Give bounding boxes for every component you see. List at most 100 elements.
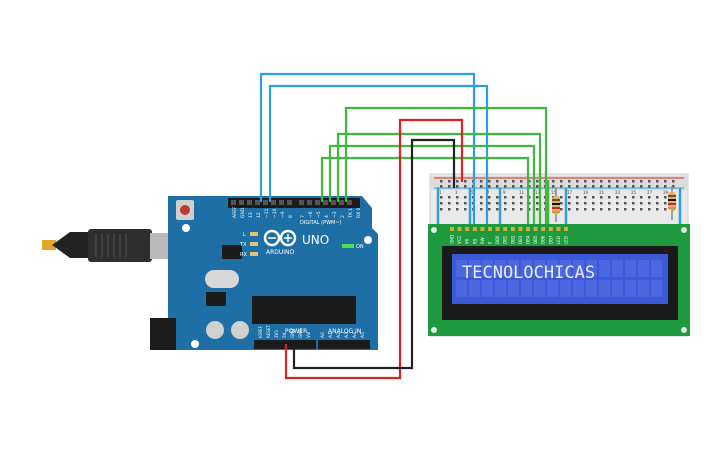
breadboard-hole [520, 180, 523, 183]
breadboard-hole [608, 185, 611, 188]
lcd-pin[interactable] [533, 227, 538, 231]
lcd-cell [469, 280, 480, 297]
breadboard-hole [440, 185, 443, 188]
lcd-pin[interactable] [564, 227, 568, 231]
digital-pin-label: 7 [300, 215, 306, 218]
analog-pin-label: A3 [344, 332, 350, 338]
lcd-cell [456, 280, 467, 297]
lcd-pin-label: V0 [465, 238, 470, 244]
digital-pin-label: TX 1 [348, 208, 354, 219]
breadboard-hole [648, 202, 651, 205]
resistor[interactable] [552, 188, 560, 222]
digital-header [228, 198, 360, 208]
digital-pin-label: 12 [256, 212, 262, 218]
digital-pin-label: ~10 [272, 208, 278, 218]
breadboard-hole [480, 180, 483, 183]
breadboard-hole [464, 196, 467, 199]
breadboard-hole [664, 180, 667, 183]
breadboard-hole [536, 208, 539, 211]
breadboard-column-number: 19 [583, 190, 589, 195]
wire-black [292, 138, 456, 370]
breadboard-hole [448, 208, 451, 211]
lcd-pin[interactable] [472, 227, 477, 231]
breadboard-hole [488, 196, 491, 199]
analog-label: ANALOG IN [328, 328, 361, 335]
breadboard-column-number: 17 [567, 190, 573, 195]
lcd-pin[interactable] [457, 227, 462, 231]
breadboard-hole [536, 185, 539, 188]
breadboard-hole [576, 185, 579, 188]
led-l [250, 232, 258, 236]
breadboard-hole [640, 202, 643, 205]
power-pin-label: GND [290, 329, 295, 338]
lcd-cell [651, 260, 662, 277]
breadboard-hole [520, 202, 523, 205]
wire-green [344, 106, 548, 224]
digital-pin-label: ~6 [308, 211, 314, 218]
breadboard-hole [584, 202, 587, 205]
power-pin-label: Vin [306, 331, 311, 338]
lcd-character-grid [456, 260, 662, 297]
breadboard-hole [512, 202, 515, 205]
breadboard-column-number: 11 [519, 190, 525, 195]
lcd-cell [521, 280, 532, 297]
breadboard-hole [552, 185, 555, 188]
breadboard-hole [552, 180, 555, 183]
lcd-cell [534, 260, 545, 277]
lcd-pin[interactable] [480, 227, 485, 231]
breadboard-hole [504, 208, 507, 211]
breadboard-hole [576, 202, 579, 205]
breadboard-hole [592, 202, 595, 205]
breadboard-hole [568, 180, 571, 183]
lcd-cell [547, 280, 558, 297]
breadboard-column-number: 9 [503, 190, 506, 195]
lcd-cell [586, 260, 597, 277]
lcd-cell [469, 260, 480, 277]
breadboard-hole [488, 208, 491, 211]
power-jack [150, 318, 176, 350]
breadboard-hole [480, 196, 483, 199]
breadboard-hole [672, 185, 675, 188]
lcd-pin[interactable] [465, 227, 470, 231]
lcd-pin[interactable] [556, 227, 561, 231]
arduino-uno-board[interactable]: UNO ARDUINO DIGITAL (PWM~) POWER ANALOG … [150, 196, 378, 350]
breadboard-hole [624, 196, 627, 199]
breadboard-hole [616, 208, 619, 211]
lcd-cell [495, 260, 506, 277]
breadboard-hole [512, 185, 515, 188]
lcd-pin[interactable] [518, 227, 523, 231]
breadboard-hole [488, 185, 491, 188]
lcd-cell [534, 280, 545, 297]
regulator-chip [206, 292, 226, 306]
breadboard-hole [608, 202, 611, 205]
lcd-pin[interactable] [541, 227, 546, 231]
breadboard-hole [560, 185, 563, 188]
breadboard-hole [640, 196, 643, 199]
lcd-pin-label: DB7 [548, 235, 553, 244]
lcd-pin-label: DB0 [495, 235, 500, 244]
lcd-cell [508, 260, 519, 277]
breadboard-hole [560, 208, 563, 211]
breadboard-hole [600, 180, 603, 183]
digital-pin-label: 4 [324, 215, 330, 218]
lcd-pin[interactable] [526, 227, 530, 231]
lcd-pin[interactable] [548, 227, 553, 231]
breadboard-hole [496, 208, 499, 211]
lcd-pin[interactable] [495, 227, 500, 231]
breadboard-column-number: 13 [535, 190, 541, 195]
breadboard-hole [528, 196, 531, 199]
lcd-pin[interactable] [510, 227, 515, 231]
breadboard-hole [624, 180, 627, 183]
usb-cable [42, 229, 170, 262]
resistor[interactable] [668, 186, 676, 220]
lcd-pin[interactable] [488, 227, 492, 231]
digital-pin-label: 8 [288, 215, 294, 218]
breadboard-hole [616, 196, 619, 199]
lcd-pin[interactable] [503, 227, 508, 231]
reset-button [180, 205, 190, 215]
lcd-pin[interactable] [450, 227, 454, 231]
breadboard-hole [464, 208, 467, 211]
